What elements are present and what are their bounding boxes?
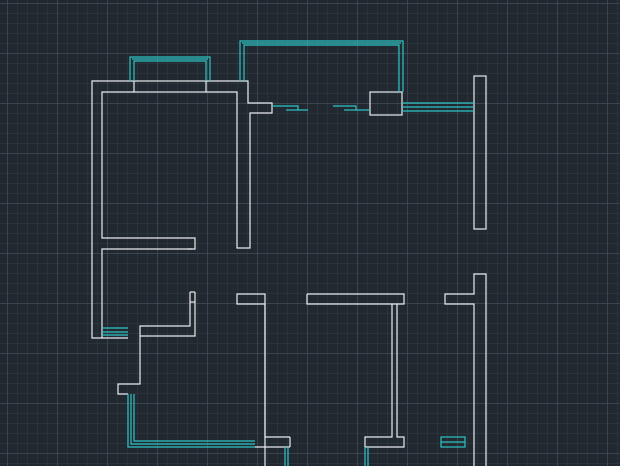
- bottom-left-window-outer: [127, 394, 255, 448]
- left-room-top-wall-right: [206, 80, 273, 249]
- bay-window-top-left: [129, 56, 211, 81]
- left-room-lower-wall: [117, 292, 191, 395]
- top-window-outer: [239, 40, 404, 92]
- bay-window-top-left-inner: [133, 60, 207, 81]
- middle-room-right-wall: [364, 304, 405, 448]
- top-left-bay-sill: [133, 80, 207, 93]
- top-doorway-block: [369, 91, 403, 116]
- right-wall-lower: [444, 273, 487, 466]
- sliding-door-right-panel: [333, 105, 370, 111]
- window-layer: [102, 40, 474, 466]
- left-room-inner-wall-upper: [101, 91, 196, 328]
- right-column-upper: [473, 75, 487, 230]
- middle-room-inner-wall: [264, 304, 290, 438]
- wall-layer: [91, 75, 487, 466]
- top-window-inner: [243, 44, 400, 92]
- sliding-door-left-panel: [272, 105, 308, 111]
- left-room-lower-partition: [101, 328, 128, 339]
- bottom-left-window-inner: [133, 394, 255, 442]
- left-room-outer-wall: [91, 80, 134, 339]
- left-room-lower-wall-outer: [140, 292, 196, 337]
- middle-room-top-wall: [306, 293, 405, 305]
- middle-room-left-wall: [236, 293, 266, 466]
- bottom-left-window-mid: [130, 394, 255, 445]
